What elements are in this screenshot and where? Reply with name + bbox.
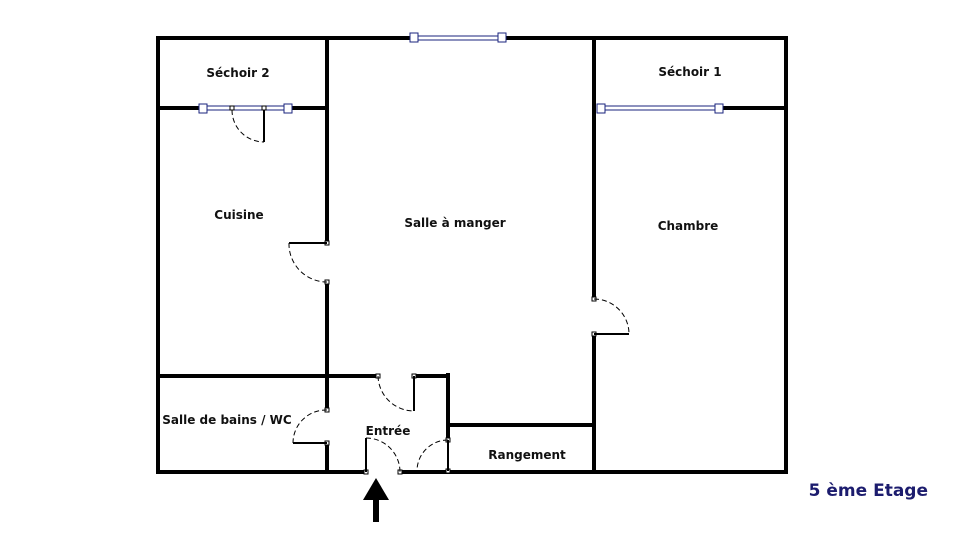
door-entrance-arc (365, 437, 401, 473)
room-label-salle-a-manger: Salle à manger (404, 216, 505, 230)
door-sechoir2-arc (231, 109, 265, 143)
room-label-cuisine: Cuisine (214, 208, 263, 222)
door-entree-top-arc (377, 375, 415, 412)
door-chambre-arc (593, 298, 630, 335)
windows (198, 32, 724, 114)
floor-level-label: 5 ème Etage (808, 481, 928, 501)
window-sechoir2-jamb-left (198, 103, 208, 114)
room-label-sechoir1: Séchoir 1 (658, 65, 721, 79)
room-label-salle-de-bains: Salle de bains / WC (162, 413, 292, 427)
door-sdb-arc (292, 409, 328, 444)
door-sechoir2-hinge-a (229, 105, 235, 111)
window-sechoir1-jamb-right (714, 103, 724, 114)
walls (156, 36, 788, 474)
door-cuisine-arc (288, 242, 328, 283)
window-top-jamb-left (409, 32, 419, 43)
door-rangement-arc (416, 439, 449, 472)
door-sechoir2-hinge-b (261, 105, 267, 111)
doors (229, 105, 630, 475)
room-label-chambre: Chambre (658, 219, 719, 233)
window-top-jamb-right (497, 32, 507, 43)
room-label-rangement: Rangement (488, 448, 566, 462)
window-sechoir2-jamb-right (283, 103, 293, 114)
room-label-sechoir2: Séchoir 2 (206, 66, 269, 80)
room-label-entree: Entrée (366, 424, 411, 438)
entrance-arrow-icon (363, 478, 389, 522)
window-sechoir1-jamb-left (596, 103, 606, 114)
